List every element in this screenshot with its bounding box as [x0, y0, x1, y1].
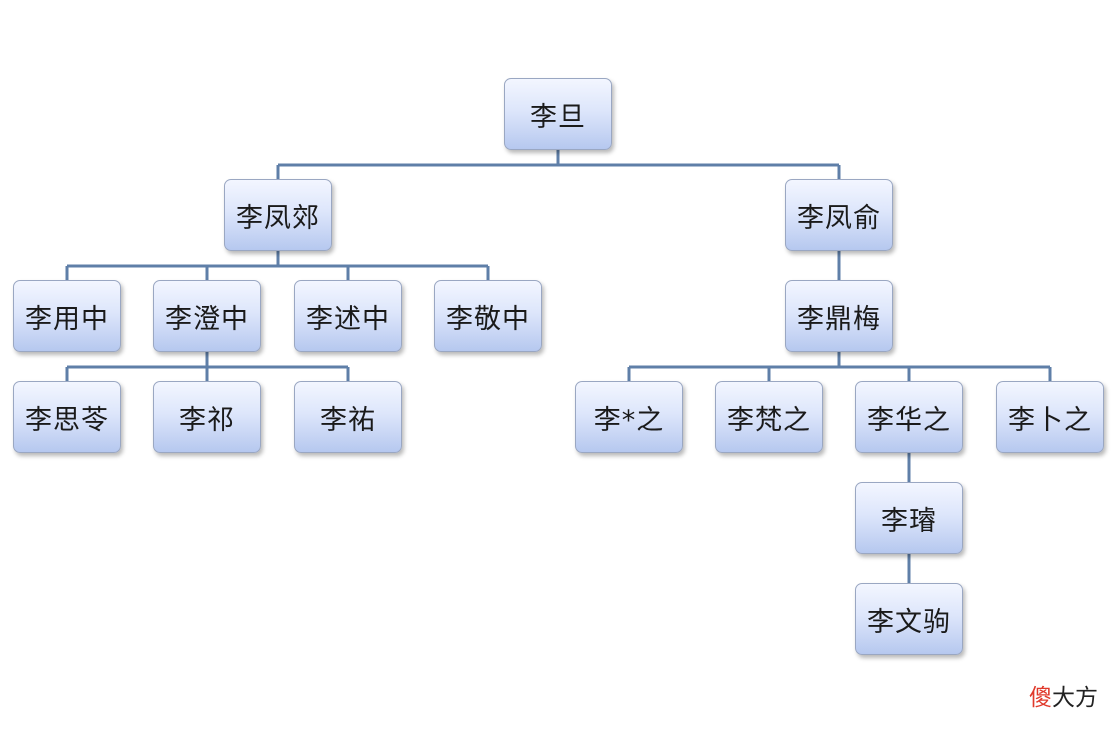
person-node: 李璿 [855, 482, 963, 554]
person-node: 李祐 [294, 381, 402, 453]
watermark: 傻大方 [1029, 678, 1098, 712]
person-node: 李旦 [504, 78, 612, 150]
person-node: 李用中 [13, 280, 121, 352]
person-node: 李凤郊 [224, 179, 332, 251]
person-node: 李*之 [575, 381, 683, 453]
person-node: 李华之 [855, 381, 963, 453]
person-node: 李敬中 [434, 280, 542, 352]
person-node: 李文驹 [855, 583, 963, 655]
person-node: 李凤俞 [785, 179, 893, 251]
person-node: 李卜之 [996, 381, 1104, 453]
person-node: 李述中 [294, 280, 402, 352]
person-node: 李思苓 [13, 381, 121, 453]
watermark-accent: 傻 [1029, 685, 1052, 711]
person-node: 李祁 [153, 381, 261, 453]
person-node: 李梵之 [715, 381, 823, 453]
person-node: 李澄中 [153, 280, 261, 352]
watermark-text: 大方 [1052, 685, 1098, 711]
person-node: 李鼎梅 [785, 280, 893, 352]
